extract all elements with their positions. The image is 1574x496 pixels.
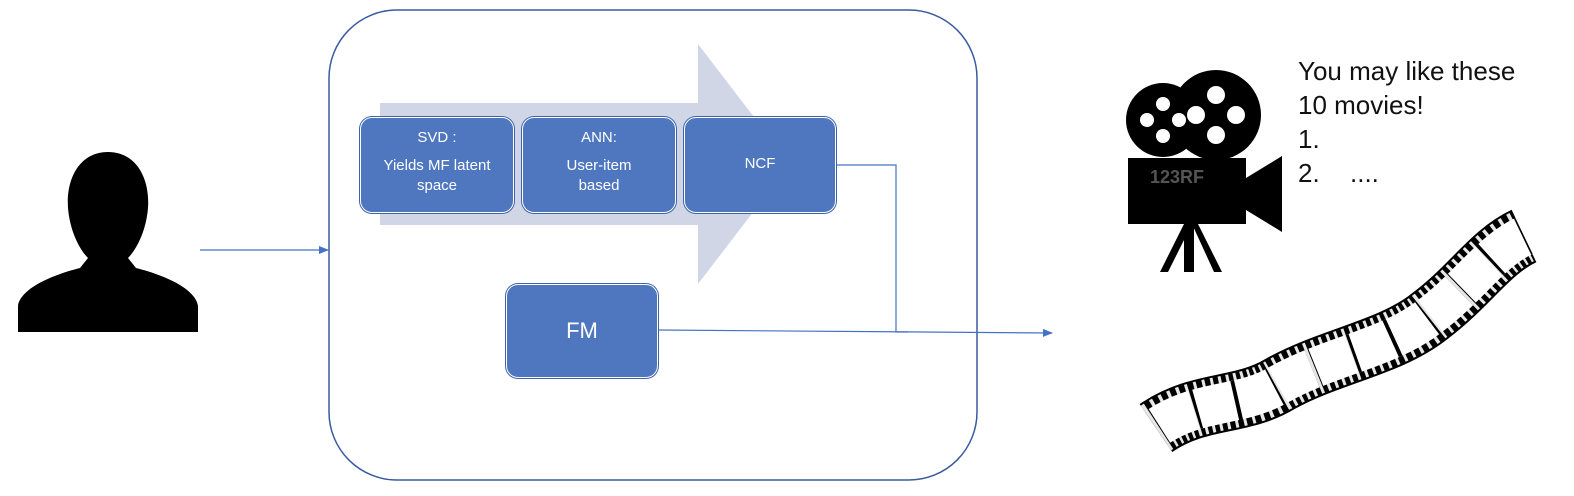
fm-label: FM bbox=[566, 318, 598, 343]
ncf-box: NCF bbox=[684, 117, 836, 213]
fm-to-output-arrow bbox=[657, 328, 1053, 337]
recommendation-heading-line1: You may like these bbox=[1298, 56, 1516, 86]
watermark-text: 123RF bbox=[1150, 167, 1204, 187]
recommendation-item: 2. .... bbox=[1298, 156, 1515, 190]
user-silhouette-icon bbox=[18, 152, 198, 332]
svd-description: Yields MF latent space bbox=[383, 157, 491, 194]
recommendation-text: You may like these 10 movies! 1. 2. .... bbox=[1298, 54, 1515, 190]
svd-title: SVD : bbox=[417, 129, 457, 146]
movie-camera-icon: 123RF bbox=[1126, 70, 1282, 272]
ann-title: ANN: bbox=[581, 129, 617, 146]
film-strip-icon bbox=[1139, 209, 1538, 453]
recommendation-item: 1. bbox=[1298, 122, 1515, 156]
ncf-title: NCF bbox=[744, 155, 776, 172]
ann-description: User-item based bbox=[566, 157, 632, 194]
svd-box: SVD : Yields MF latent space bbox=[360, 117, 514, 213]
recommendation-item-number: 1. bbox=[1298, 124, 1320, 154]
recommendation-heading-line2: 10 movies! bbox=[1298, 90, 1424, 120]
fm-box: FM bbox=[506, 284, 658, 378]
engine-container bbox=[328, 9, 978, 481]
recommendation-item-text: .... bbox=[1350, 158, 1379, 188]
recommendation-item-number: 2. bbox=[1298, 158, 1320, 188]
ann-box: ANN: User-item based bbox=[522, 117, 676, 213]
